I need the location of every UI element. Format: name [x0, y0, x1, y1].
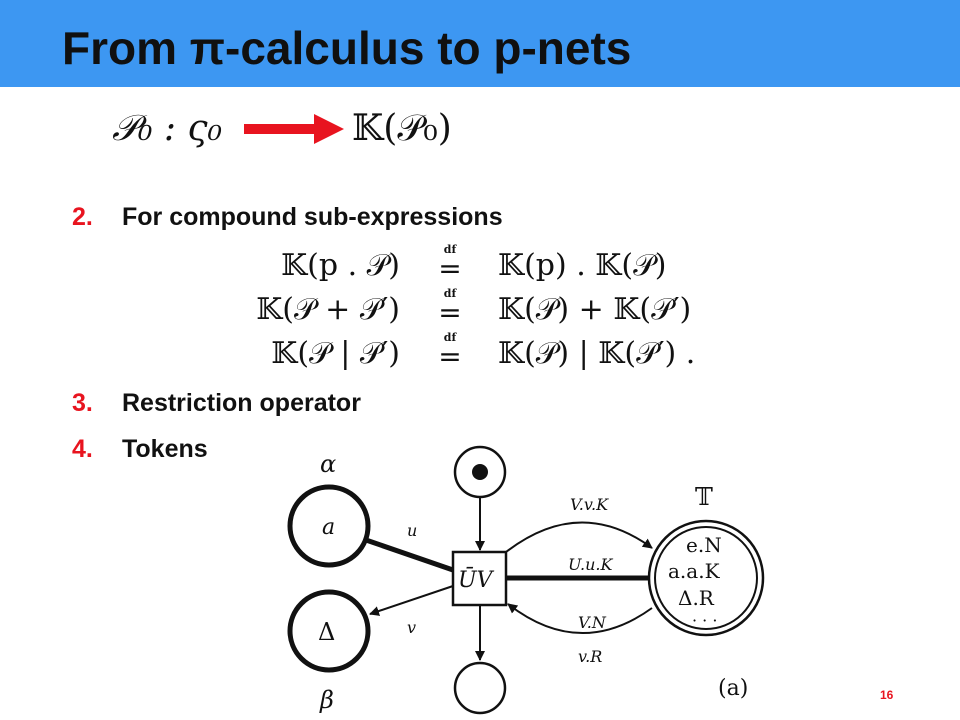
arc-transition-to-T-top	[505, 521, 653, 553]
place-alpha-content: a	[322, 515, 335, 540]
equation-lhs: 𝕂(𝒫 + 𝒫′)	[256, 292, 400, 327]
place-alpha-label: α	[320, 450, 336, 478]
arc-transition-to-beta	[369, 585, 454, 616]
arc-u-label: u	[407, 521, 417, 540]
place-T-label: 𝕋	[695, 483, 713, 511]
arc-v-label: v	[407, 618, 416, 637]
list-item: 4. Tokens	[72, 434, 208, 464]
item-text: For compound sub-expressions	[122, 203, 503, 231]
token-text: · · ·	[692, 611, 717, 630]
equation-row: 𝕂(𝒫 | 𝒫′) df = 𝕂(𝒫) | 𝕂(𝒫′) .	[210, 332, 750, 376]
arc-bottom-label-1: V.N	[578, 613, 607, 632]
transition-uv	[451, 550, 508, 607]
mapping-source: 𝒫₀ : ς₀	[112, 108, 222, 149]
item-number: 2.	[72, 203, 93, 231]
equation-rel: df =	[438, 287, 462, 329]
place-bottom	[453, 661, 507, 715]
arc-bottom-label-2: v.R	[578, 647, 602, 666]
place-beta	[287, 589, 371, 673]
item-number: 4.	[72, 435, 93, 463]
item-text: Restriction operator	[122, 389, 361, 417]
equation-lhs: 𝕂(𝒫 | 𝒫′)	[271, 336, 400, 371]
list-item: 2. For compound sub-expressions	[72, 202, 503, 232]
equation-rhs: 𝕂(𝒫) + 𝕂(𝒫′)	[498, 292, 692, 327]
mapping-arrow-icon	[244, 114, 344, 144]
title-bar	[0, 0, 960, 87]
arc-T-to-transition-bottom	[507, 603, 653, 634]
transition-label: ŪV	[458, 566, 495, 593]
equation-rel: df =	[438, 331, 462, 373]
equation-lhs: 𝕂(p . 𝒫)	[281, 248, 400, 283]
equation-row: 𝕂(p . 𝒫) df = 𝕂(p) . 𝕂(𝒫)	[210, 244, 750, 288]
token-dot	[472, 464, 488, 480]
place-alpha	[287, 484, 371, 568]
token-text: Δ.R	[678, 586, 715, 610]
item-text: Tokens	[122, 435, 208, 463]
page-number: 16	[880, 688, 894, 702]
place-beta-label: β	[319, 686, 334, 714]
mapping-target: 𝕂(𝒫₀)	[352, 108, 452, 149]
list-item: 3. Restriction operator	[72, 388, 361, 418]
equation-row: 𝕂(𝒫 + 𝒫′) df = 𝕂(𝒫) + 𝕂(𝒫′)	[210, 288, 750, 332]
arc-alpha-to-transition	[365, 537, 454, 573]
place-T-inner	[654, 526, 758, 630]
slide-title: From π-calculus to p-nets	[62, 22, 632, 74]
equation-rhs: 𝕂(𝒫) | 𝕂(𝒫′) .	[498, 336, 696, 371]
equation-rhs: 𝕂(p) . 𝕂(𝒫)	[498, 248, 667, 283]
equation-rel: df =	[438, 243, 462, 285]
token-text: e.N	[686, 533, 722, 557]
token-text: a.a.K	[668, 559, 721, 583]
arc-top-label: V.v.K	[570, 495, 609, 514]
arc-mid-label: U.u.K	[568, 555, 613, 574]
place-beta-content: Δ	[318, 618, 335, 646]
item-number: 3.	[72, 389, 93, 417]
figure-caption: (a)	[718, 676, 748, 701]
equations: 𝕂(p . 𝒫) df = 𝕂(p) . 𝕂(𝒫) 𝕂(𝒫 + 𝒫′) df =…	[210, 244, 750, 380]
